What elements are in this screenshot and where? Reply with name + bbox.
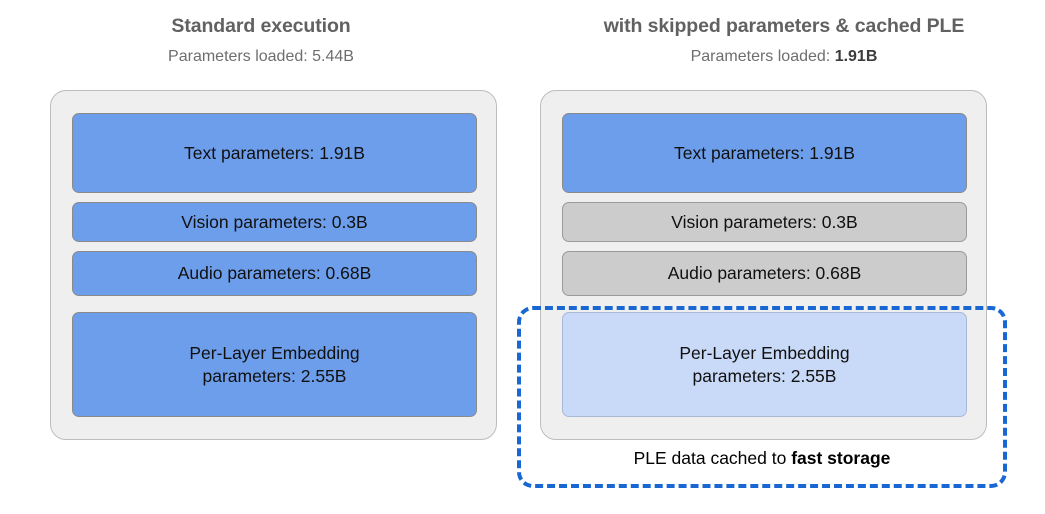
standard-text-parameters-label: Text parameters: 1.91B bbox=[184, 142, 365, 163]
standard-parameters-loaded-value: 5.44B bbox=[312, 48, 354, 65]
optimized-text-parameters-label: Text parameters: 1.91B bbox=[674, 142, 855, 163]
optimized-ple-label-line2: parameters: 2.55B bbox=[692, 365, 837, 386]
optimized-audio-parameters-bar: Audio parameters: 0.68B bbox=[562, 251, 967, 296]
optimized-execution-header: with skipped parameters & cached PLE Par… bbox=[523, 14, 1045, 67]
standard-execution-panel: Text parameters: 1.91B Vision parameters… bbox=[50, 90, 497, 440]
optimized-parameters-loaded-value: 1.91B bbox=[834, 48, 878, 65]
optimized-vision-parameters-bar: Vision parameters: 0.3B bbox=[562, 202, 967, 242]
cached-ple-caption-strong: fast storage bbox=[791, 448, 891, 468]
standard-text-parameters-bar: Text parameters: 1.91B bbox=[72, 113, 477, 193]
standard-execution-subtitle: Parameters loaded: 5.44B bbox=[0, 47, 522, 67]
optimized-text-parameters-bar: Text parameters: 1.91B bbox=[562, 113, 967, 193]
standard-vision-parameters-bar: Vision parameters: 0.3B bbox=[72, 202, 477, 242]
standard-ple-label-line2: parameters: 2.55B bbox=[202, 365, 347, 386]
standard-execution-header: Standard execution Parameters loaded: 5.… bbox=[0, 14, 522, 67]
optimized-execution-title: with skipped parameters & cached PLE bbox=[603, 15, 965, 37]
column-standard-execution: Standard execution Parameters loaded: 5.… bbox=[0, 0, 522, 514]
optimized-parameters-loaded-label: Parameters loaded: bbox=[690, 48, 831, 65]
optimized-audio-parameters-label: Audio parameters: 0.68B bbox=[667, 263, 862, 283]
column-optimized-execution: with skipped parameters & cached PLE Par… bbox=[523, 0, 1045, 514]
standard-vision-parameters-label: Vision parameters: 0.3B bbox=[181, 211, 368, 232]
standard-parameters-loaded-label: Parameters loaded: bbox=[168, 48, 308, 65]
optimized-ple-label-line1: Per-Layer Embedding bbox=[679, 342, 850, 363]
standard-ple-parameters-bar: Per-Layer Embedding parameters: 2.55B bbox=[72, 312, 477, 417]
standard-audio-parameters-bar: Audio parameters: 0.68B bbox=[72, 251, 477, 296]
cached-ple-caption-prefix: PLE data cached to bbox=[633, 448, 792, 468]
standard-ple-label-line1: Per-Layer Embedding bbox=[189, 342, 360, 363]
optimized-ple-parameters-bar: Per-Layer Embedding parameters: 2.55B bbox=[562, 312, 967, 417]
standard-audio-parameters-label: Audio parameters: 0.68B bbox=[177, 263, 372, 283]
optimized-vision-parameters-label: Vision parameters: 0.3B bbox=[671, 211, 858, 232]
cached-ple-caption: PLE data cached to fast storage bbox=[517, 446, 1007, 470]
optimized-execution-subtitle: Parameters loaded: 1.91B bbox=[523, 47, 1045, 67]
optimized-execution-panel: Text parameters: 1.91B Vision parameters… bbox=[540, 90, 987, 440]
standard-execution-title: Standard execution bbox=[171, 15, 351, 37]
optimized-ple-parameters-label: Per-Layer Embedding parameters: 2.55B bbox=[679, 342, 849, 388]
standard-ple-parameters-label: Per-Layer Embedding parameters: 2.55B bbox=[189, 342, 359, 388]
